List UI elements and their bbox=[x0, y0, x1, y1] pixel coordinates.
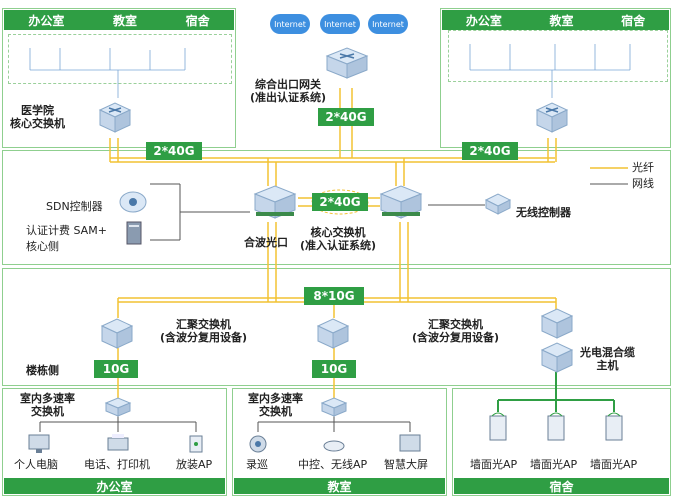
mini-network-left bbox=[8, 34, 232, 84]
hybrid-host-icon bbox=[540, 342, 574, 373]
tab-dorm: 宿舍 bbox=[185, 13, 210, 28]
office-switch-icon bbox=[104, 397, 132, 417]
building-side-label: 楼栋侧 bbox=[26, 364, 59, 377]
gateway-link-badge: 2*40G bbox=[318, 108, 374, 126]
left-core-switch-label: 医学院 核心交换机 bbox=[10, 104, 65, 130]
sam-label: 认证计费 SAM+ bbox=[26, 224, 107, 237]
left-agg-link-badge: 10G bbox=[94, 360, 138, 378]
right-agg-label: 汇聚交换机 (含波分复用设备) bbox=[412, 318, 500, 344]
right-core-switch-icon bbox=[535, 102, 569, 133]
office-switch-label: 室内多速率 交换机 bbox=[20, 392, 75, 418]
top-left-section bbox=[2, 8, 236, 148]
record-icon bbox=[249, 435, 267, 453]
tab-classroom: 教室 bbox=[112, 13, 137, 28]
classroom-section bbox=[232, 388, 447, 496]
wireless-controller-icon bbox=[484, 193, 512, 215]
right-agg-switch-icon bbox=[540, 308, 574, 339]
phone-printer-icon bbox=[107, 434, 129, 451]
tab-classroom: 教室 bbox=[549, 13, 574, 28]
classroom-footer: 教室 bbox=[234, 478, 445, 494]
wave-core-switch-icon bbox=[253, 185, 297, 219]
wall-ap-icon-3 bbox=[605, 412, 623, 441]
classroom-switch-icon bbox=[320, 397, 348, 417]
office-section bbox=[2, 388, 227, 496]
sdn-controller-label: SDN控制器 bbox=[46, 200, 103, 213]
tab-office: 办公室 bbox=[28, 13, 65, 28]
legend-cable-label: 网线 bbox=[632, 177, 654, 190]
core-section bbox=[2, 150, 671, 265]
core-switch-icon bbox=[379, 185, 423, 219]
ap-label: 放装AP bbox=[176, 458, 213, 471]
office-footer: 办公室 bbox=[4, 478, 225, 494]
left-agg-label: 汇聚交换机 (含波分复用设备) bbox=[160, 318, 248, 344]
legend-fiber-label: 光纤 bbox=[632, 161, 654, 174]
wall-ap-label-2: 墙面光AP bbox=[530, 458, 578, 471]
ctrl-ap-icon bbox=[323, 440, 345, 452]
internet-cloud-2: Internet bbox=[320, 14, 360, 34]
wall-ap-label-3: 墙面光AP bbox=[590, 458, 638, 471]
internet-cloud-1: Internet bbox=[270, 14, 310, 34]
core-side-label: 核心侧 bbox=[26, 240, 59, 253]
classroom-switch-label: 室内多速率 交换机 bbox=[248, 392, 303, 418]
phone-printer-label: 电话、打印机 bbox=[84, 458, 150, 471]
left-link-badge: 2*40G bbox=[146, 142, 202, 160]
down-link-badge: 8*10G bbox=[304, 287, 364, 305]
dorm-section bbox=[452, 388, 671, 496]
tab-office: 办公室 bbox=[465, 13, 502, 28]
ctrl-ap-label: 中控、无线AP bbox=[298, 458, 368, 471]
pc-label: 个人电脑 bbox=[14, 458, 58, 471]
core-switch-label: 核心交换机 (准入认证系统) bbox=[300, 226, 377, 252]
sam-server-icon bbox=[126, 221, 142, 245]
left-agg-switch-icon bbox=[100, 318, 134, 349]
smart-screen-label: 智慧大屏 bbox=[384, 458, 428, 471]
mini-network-right bbox=[448, 30, 668, 82]
wave-port-label: 合波光口 bbox=[244, 236, 288, 249]
pc-icon bbox=[28, 434, 50, 453]
mid-agg-switch-icon bbox=[316, 318, 350, 349]
internet-cloud-3: Internet bbox=[368, 14, 408, 34]
ap-icon bbox=[189, 435, 203, 453]
sdn-controller-icon bbox=[119, 191, 147, 213]
record-label: 录巡 bbox=[246, 458, 268, 471]
gateway-switch-icon bbox=[325, 47, 369, 79]
top-right-header: 办公室 教室 宿舍 bbox=[442, 10, 669, 30]
smart-screen-icon bbox=[399, 434, 421, 452]
hybrid-host-label: 光电混合缆 主机 bbox=[580, 346, 635, 372]
wall-ap-icon-2 bbox=[547, 412, 565, 441]
left-core-switch-icon bbox=[98, 102, 132, 133]
wall-ap-label-1: 墙面光AP bbox=[470, 458, 518, 471]
gateway-label: 综合出口网关 (准出认证系统) bbox=[250, 78, 327, 104]
core-link-badge: 2*40G bbox=[312, 193, 368, 211]
mid-agg-link-badge: 10G bbox=[312, 360, 356, 378]
top-left-header: 办公室 教室 宿舍 bbox=[4, 10, 234, 30]
dorm-footer: 宿舍 bbox=[454, 478, 669, 494]
right-link-badge: 2*40G bbox=[462, 142, 518, 160]
building-section bbox=[2, 268, 671, 386]
wireless-controller-label: 无线控制器 bbox=[516, 206, 571, 219]
wall-ap-icon-1 bbox=[489, 412, 507, 441]
tab-dorm: 宿舍 bbox=[621, 13, 646, 28]
